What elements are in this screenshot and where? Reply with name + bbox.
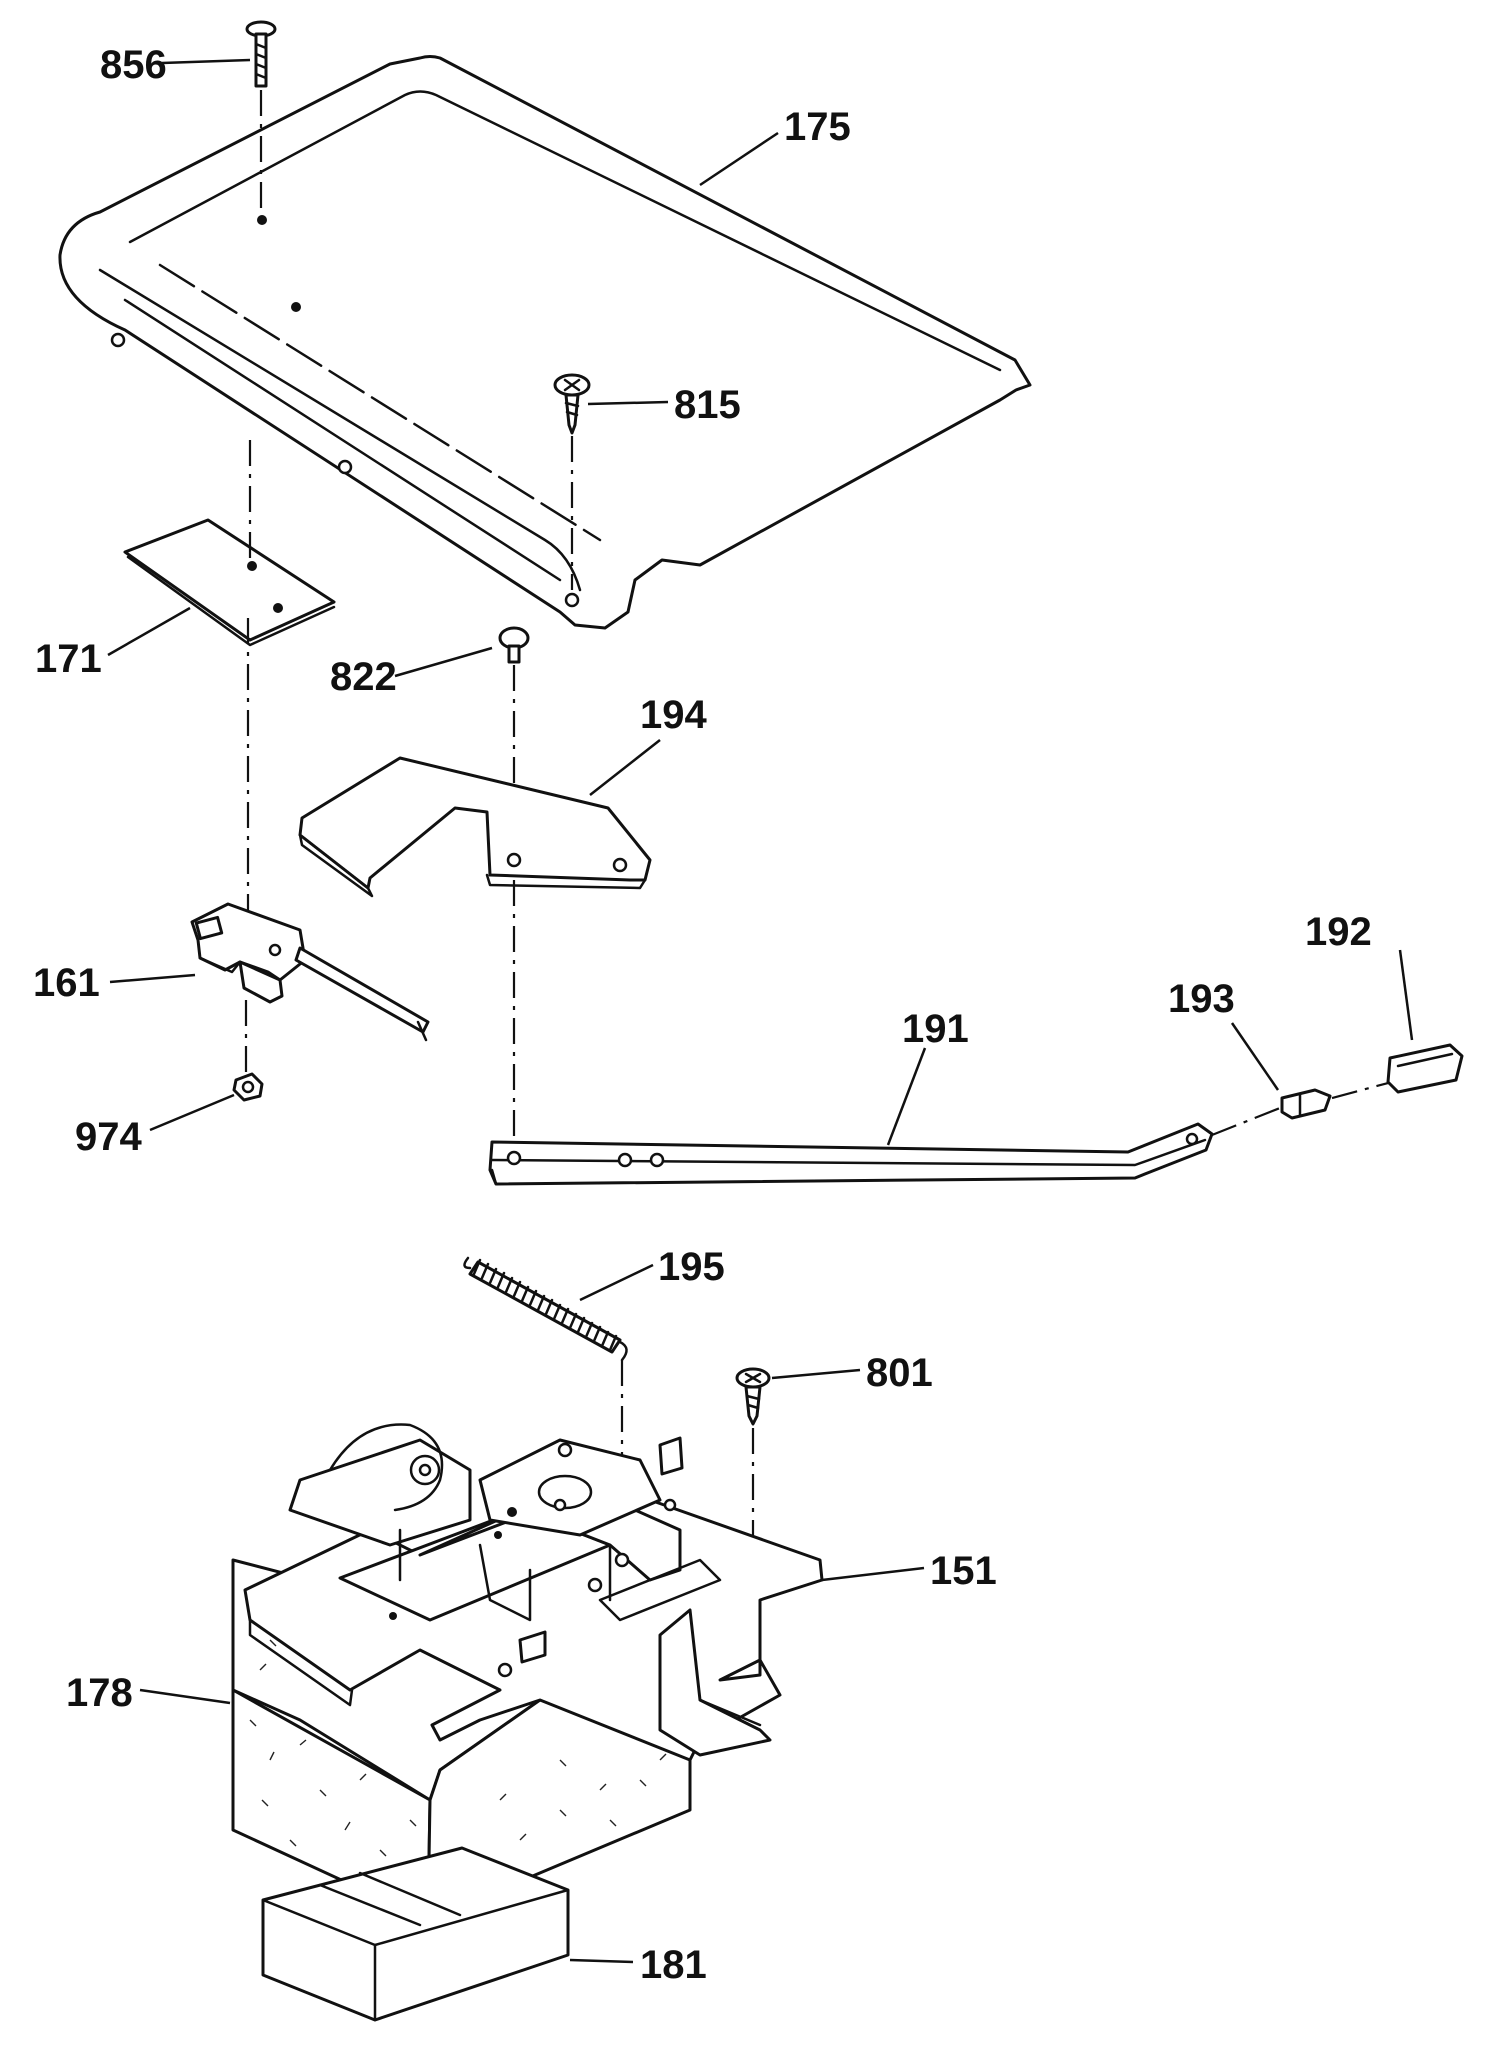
screw-815 bbox=[553, 373, 591, 435]
latch-assembly-151 bbox=[243, 1423, 824, 1762]
cover-panel-175 bbox=[58, 55, 1032, 630]
label-178: 178 bbox=[66, 1671, 133, 1715]
label-151: 151 bbox=[930, 1549, 997, 1593]
label-815: 815 bbox=[674, 383, 741, 427]
knob-cap-192 bbox=[1386, 1043, 1464, 1094]
screw-856 bbox=[245, 20, 277, 88]
part-labels: 856 175 815 171 822 194 192 193 161 191 … bbox=[33, 43, 1372, 1987]
label-195: 195 bbox=[658, 1245, 725, 1289]
nut-974 bbox=[232, 1072, 264, 1102]
insulator-plate-171 bbox=[123, 518, 336, 647]
label-192: 192 bbox=[1305, 910, 1372, 954]
leader-lines bbox=[107, 58, 1414, 1964]
label-822: 822 bbox=[330, 655, 397, 699]
label-974: 974 bbox=[75, 1115, 142, 1159]
box-181 bbox=[261, 1846, 570, 2022]
micro-switch-161 bbox=[190, 902, 430, 1042]
label-181: 181 bbox=[640, 1943, 707, 1987]
label-191: 191 bbox=[902, 1007, 969, 1051]
bracket-194 bbox=[298, 756, 652, 898]
label-801: 801 bbox=[866, 1351, 933, 1395]
label-856: 856 bbox=[100, 43, 167, 87]
screw-801 bbox=[735, 1367, 771, 1426]
label-194: 194 bbox=[640, 693, 707, 737]
screw-822 bbox=[498, 626, 530, 664]
actuator-rod-191 bbox=[488, 1122, 1214, 1186]
label-161: 161 bbox=[33, 961, 100, 1005]
label-171: 171 bbox=[35, 637, 102, 681]
clip-193 bbox=[1280, 1088, 1332, 1120]
label-175: 175 bbox=[784, 105, 851, 149]
spring-195 bbox=[463, 1256, 628, 1362]
label-193: 193 bbox=[1168, 977, 1235, 1021]
